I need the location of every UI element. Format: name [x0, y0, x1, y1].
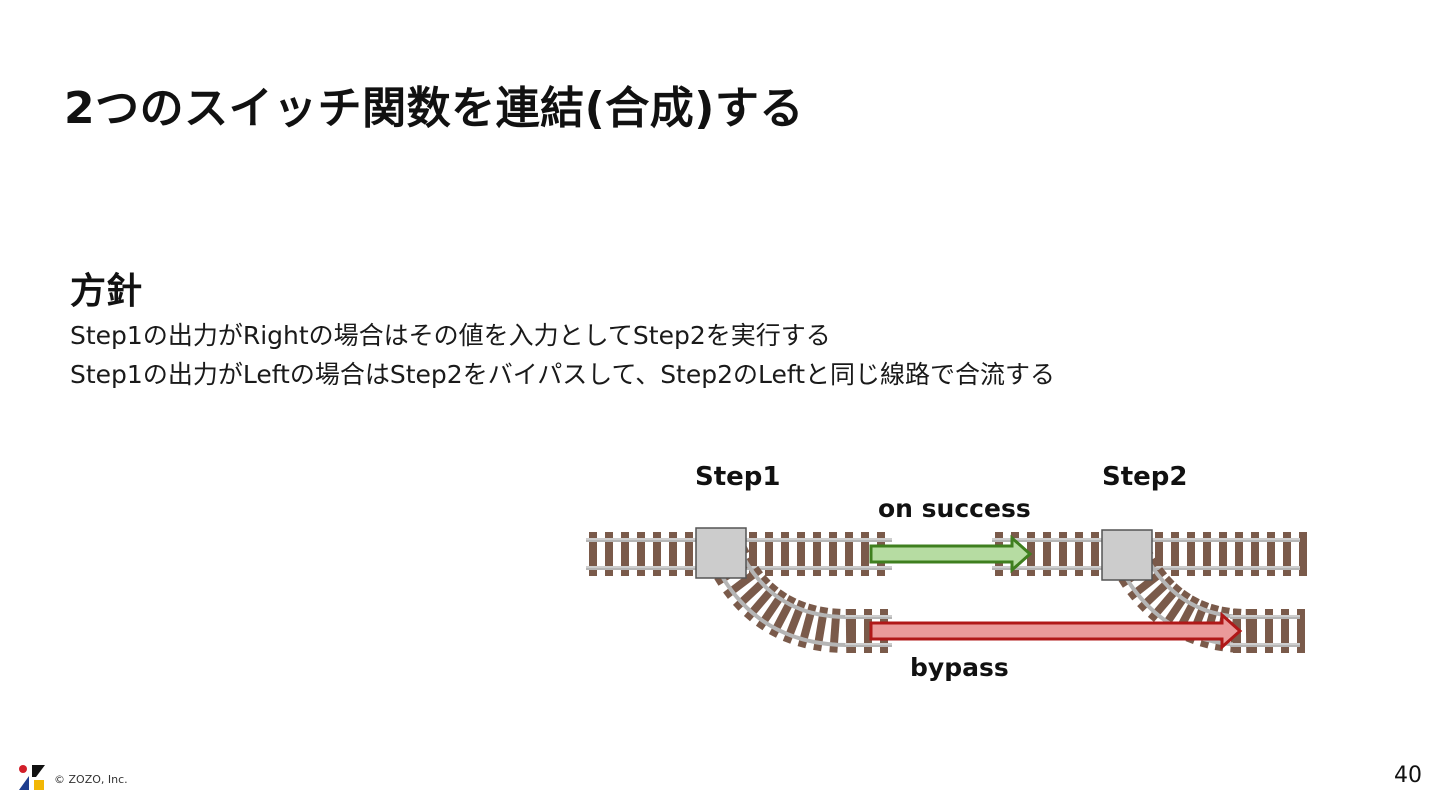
- slide-title: 2つのスイッチ関数を連結(合成)する: [64, 83, 804, 134]
- policy-heading: 方針: [70, 271, 143, 312]
- policy-line-right: Step1の出力がRightの場合はその値を入力としてStep2を実行する: [70, 321, 831, 350]
- step2-switch-box: [1101, 529, 1153, 581]
- step1-label: Step1: [695, 462, 781, 492]
- step2-label: Step2: [1102, 462, 1188, 492]
- bypass-arrow: [869, 611, 1243, 651]
- railway-switch-diagram: Step1 Step2 on success bypass: [586, 462, 1307, 682]
- copyright-text: © ZOZO, Inc.: [54, 773, 128, 786]
- page-number: 40: [1394, 763, 1422, 788]
- policy-line-left: Step1の出力がLeftの場合はStep2をバイパスして、Step2のLeft…: [70, 360, 1056, 389]
- bypass-label: bypass: [910, 653, 1009, 682]
- success-arrow: [869, 534, 1033, 574]
- on-success-label: on success: [878, 494, 1031, 523]
- zozo-logo: [19, 765, 45, 790]
- step1-switch-box: [695, 527, 747, 579]
